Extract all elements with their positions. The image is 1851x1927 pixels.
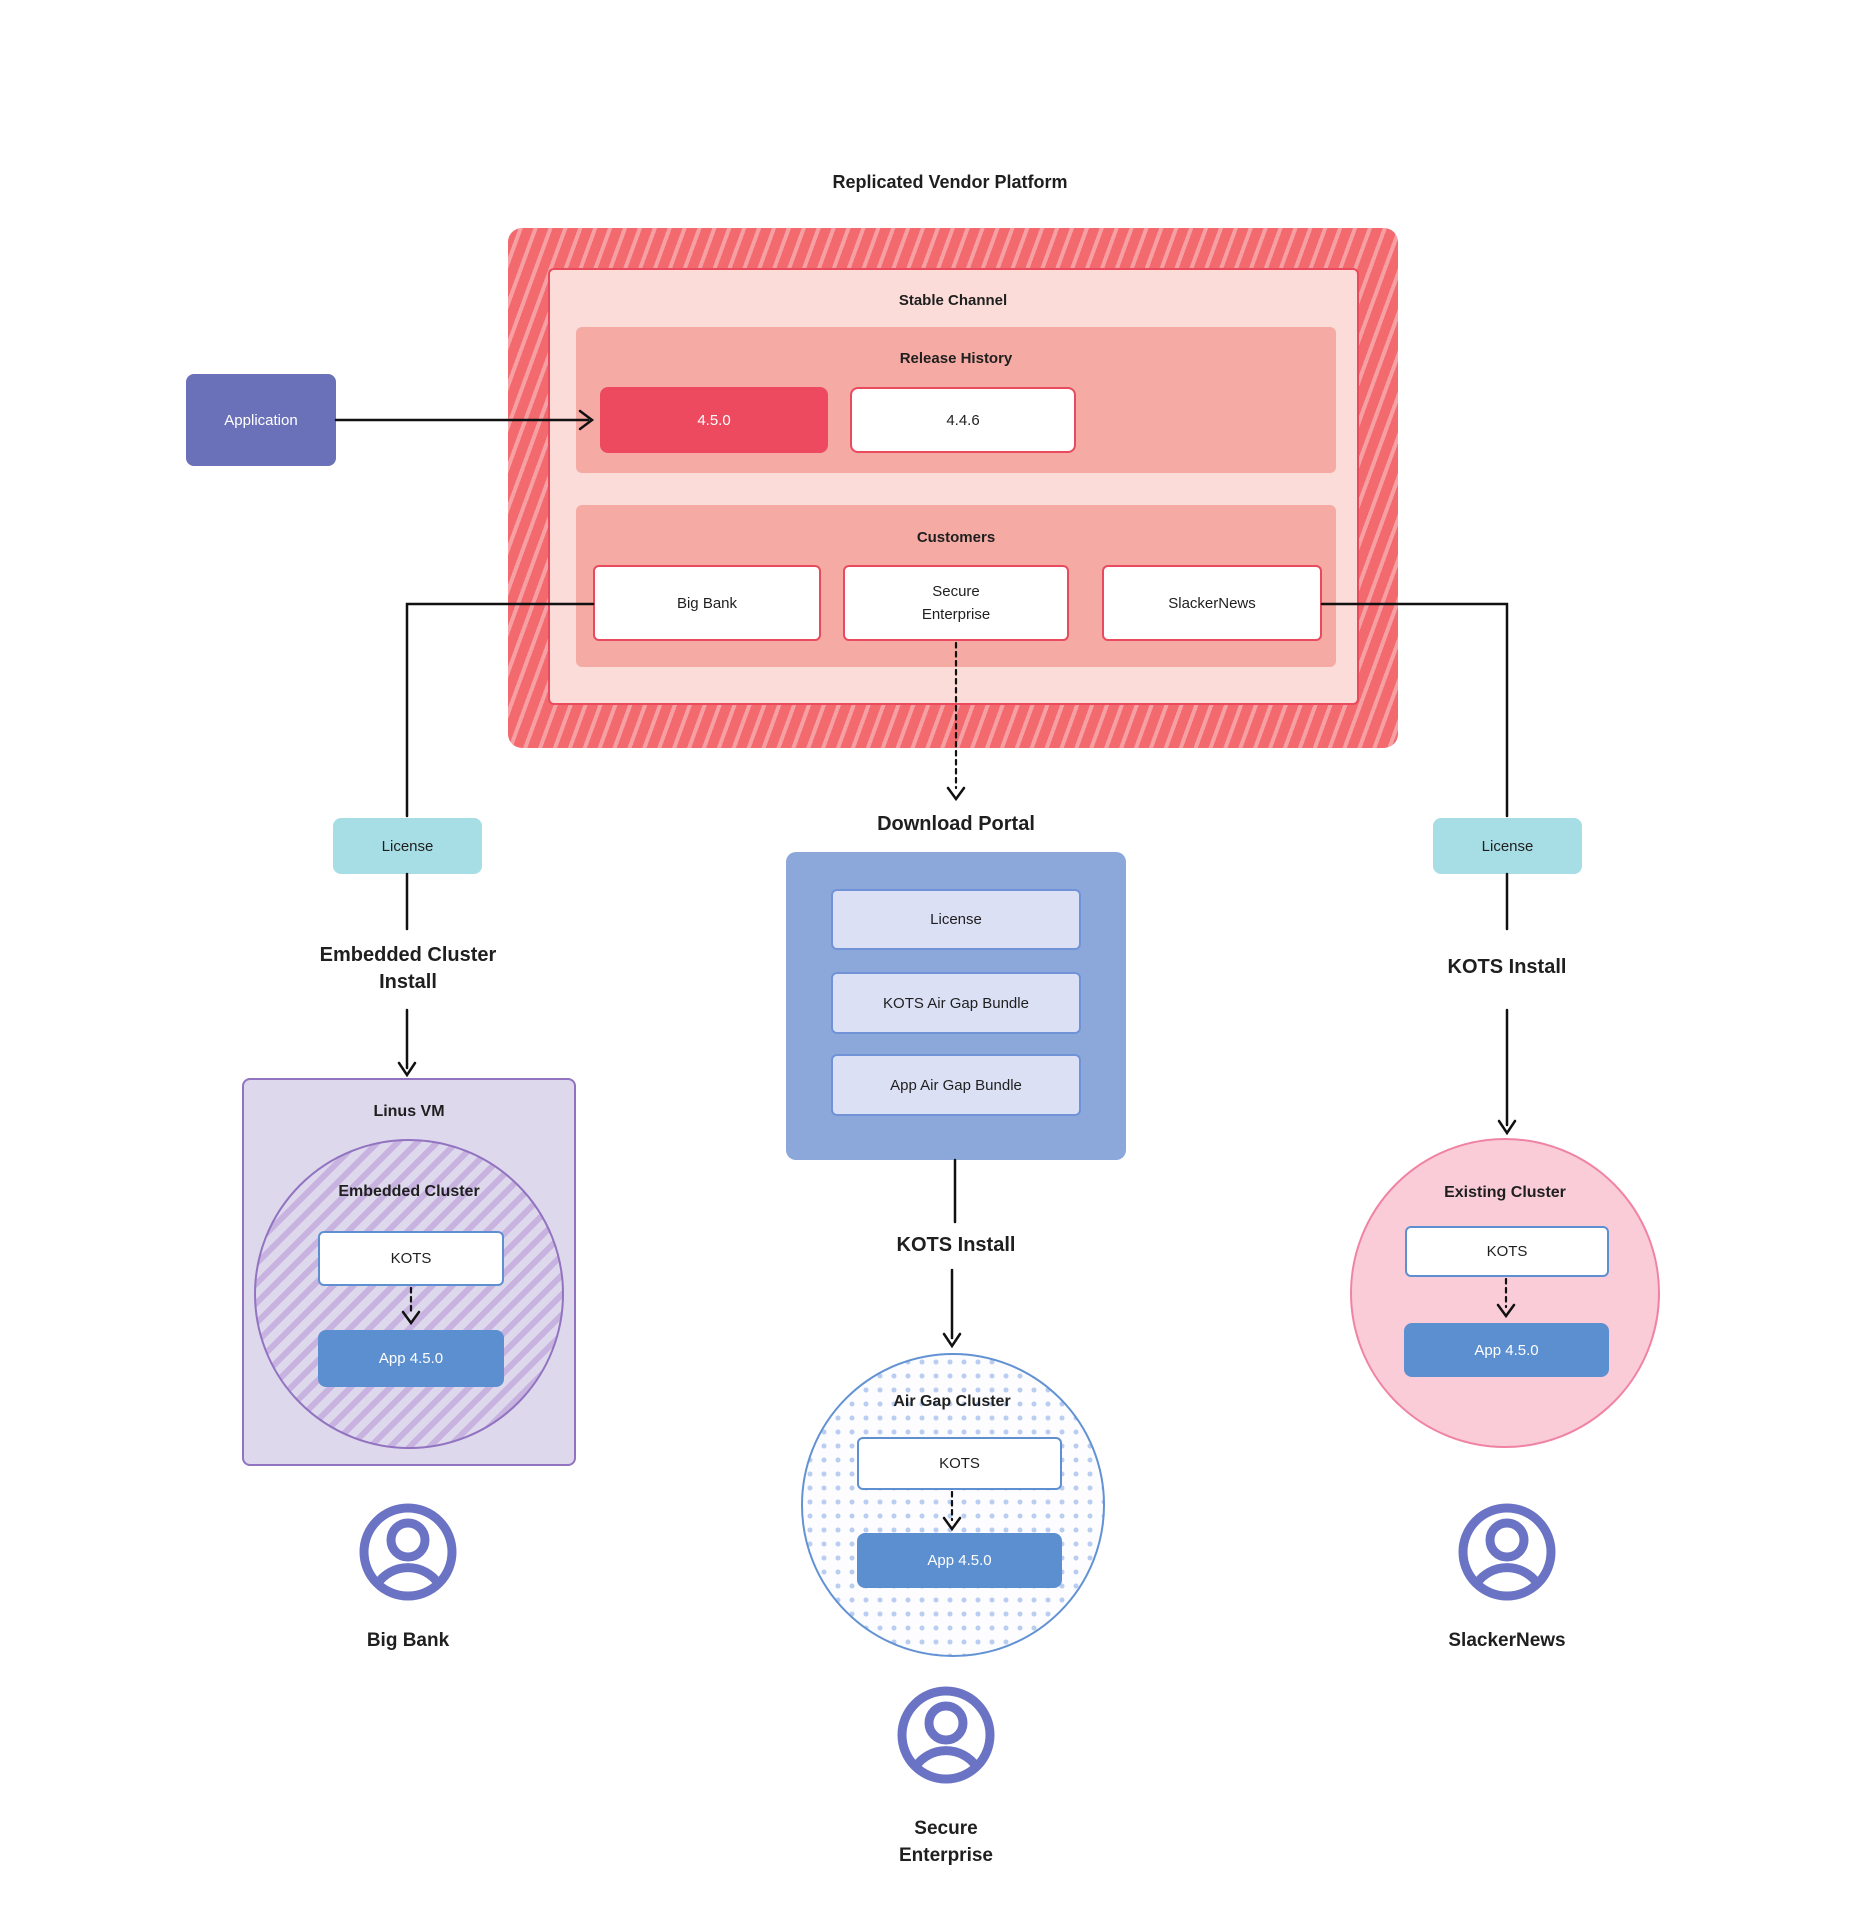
portal-kots-bundle-box[interactable]: KOTS Air Gap Bundle bbox=[831, 972, 1081, 1034]
embedded-cluster-label: Embedded Cluster bbox=[338, 1183, 480, 1200]
kots-box-center[interactable]: KOTS bbox=[857, 1437, 1062, 1490]
app-box-center[interactable]: App 4.5.0 bbox=[857, 1533, 1062, 1588]
air-gap-cluster-label: Air Gap Cluster bbox=[893, 1393, 1011, 1410]
arrowhead-kots-install-right bbox=[1497, 1119, 1517, 1136]
arrowhead-kots-install-center bbox=[942, 1332, 962, 1349]
linus-vm-label: Linus VM bbox=[373, 1103, 445, 1120]
arrowhead-install-left bbox=[397, 1061, 417, 1078]
stable-channel-label: Stable Channel bbox=[898, 291, 1008, 309]
arrowhead-secure-to-portal bbox=[946, 786, 966, 802]
release-version-current[interactable]: 4.5.0 bbox=[600, 387, 828, 453]
customer-big-bank-box[interactable]: Big Bank bbox=[593, 565, 821, 641]
kots-install-center-label: KOTS Install bbox=[896, 1233, 1016, 1256]
embedded-cluster-install-label: Embedded Cluster Install bbox=[319, 944, 497, 993]
app-box-right[interactable]: App 4.5.0 bbox=[1404, 1323, 1609, 1377]
release-version-previous[interactable]: 4.4.6 bbox=[850, 387, 1076, 453]
license-right-box[interactable]: License bbox=[1433, 818, 1582, 874]
portal-app-bundle-box[interactable]: App Air Gap Bundle bbox=[831, 1054, 1081, 1116]
big-bank-user-icon bbox=[358, 1502, 458, 1607]
release-history-label: Release History bbox=[899, 349, 1013, 367]
customers-label: Customers bbox=[916, 528, 996, 546]
big-bank-user-label: Big Bank bbox=[366, 1629, 450, 1651]
secure-enterprise-user-label: Secure Enterprise bbox=[899, 1818, 993, 1866]
existing-cluster-label: Existing Cluster bbox=[1444, 1184, 1566, 1201]
slackernews-user-label: SlackerNews bbox=[1448, 1629, 1566, 1651]
page-title: Replicated Vendor Platform bbox=[832, 171, 1068, 192]
application-box[interactable]: Application bbox=[186, 374, 336, 466]
license-left-box[interactable]: License bbox=[333, 818, 482, 874]
embedded-cluster-circle bbox=[254, 1139, 564, 1449]
kots-box-right[interactable]: KOTS bbox=[1405, 1226, 1609, 1277]
customer-slackernews-box[interactable]: SlackerNews bbox=[1102, 565, 1322, 641]
slackernews-user-icon bbox=[1457, 1502, 1557, 1607]
kots-box-left[interactable]: KOTS bbox=[318, 1231, 504, 1286]
portal-license-box[interactable]: License bbox=[831, 889, 1081, 950]
customer-secure-enterprise-box[interactable]: Secure Enterprise bbox=[843, 565, 1069, 641]
kots-install-right-label: KOTS Install bbox=[1447, 955, 1567, 978]
download-portal-label: Download Portal bbox=[877, 812, 1035, 835]
secure-enterprise-user-icon bbox=[896, 1685, 996, 1790]
app-box-left[interactable]: App 4.5.0 bbox=[318, 1330, 504, 1387]
